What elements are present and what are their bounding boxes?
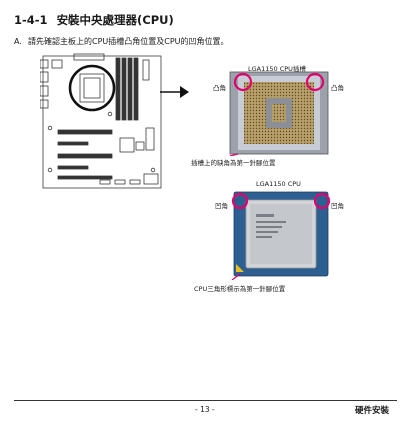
socket-label: LGA1150 CPU插槽 xyxy=(248,65,306,73)
section-heading: 1-4-1 安裝中央處理器(CPU) xyxy=(14,12,174,28)
socket-left-notch-label: 凸角 xyxy=(213,84,226,92)
socket-caption: 插槽上的缺角為第一針腳位置 xyxy=(191,159,276,167)
page-number: - 13 - xyxy=(195,405,215,414)
section-title: 安裝中央處理器(CPU) xyxy=(56,13,174,27)
motherboard-diagram xyxy=(40,53,162,189)
cpu-socket-diagram xyxy=(229,71,329,156)
socket-right-notch-label: 凸角 xyxy=(331,84,344,92)
cpu-diagram xyxy=(231,191,331,280)
step-a-letter: A. xyxy=(14,37,22,46)
arrow-right-icon xyxy=(160,86,189,98)
footer-divider xyxy=(14,400,397,401)
step-a-text: 請先確認主板上的CPU插槽凸角位置及CPU的凹角位置。 xyxy=(28,37,229,46)
footer-section-name: 硬件安裝 xyxy=(355,406,390,416)
cpu-label: LGA1150 CPU xyxy=(256,180,301,188)
cpu-caption: CPU三角形標示為第一針腳位置 xyxy=(194,285,286,293)
section-number: 1-4-1 xyxy=(14,13,48,27)
cpu-right-notch-label: 凹角 xyxy=(331,202,344,210)
step-a: A. 請先確認主板上的CPU插槽凸角位置及CPU的凹角位置。 xyxy=(14,36,229,47)
cpu-left-notch-label: 凹角 xyxy=(215,202,228,210)
